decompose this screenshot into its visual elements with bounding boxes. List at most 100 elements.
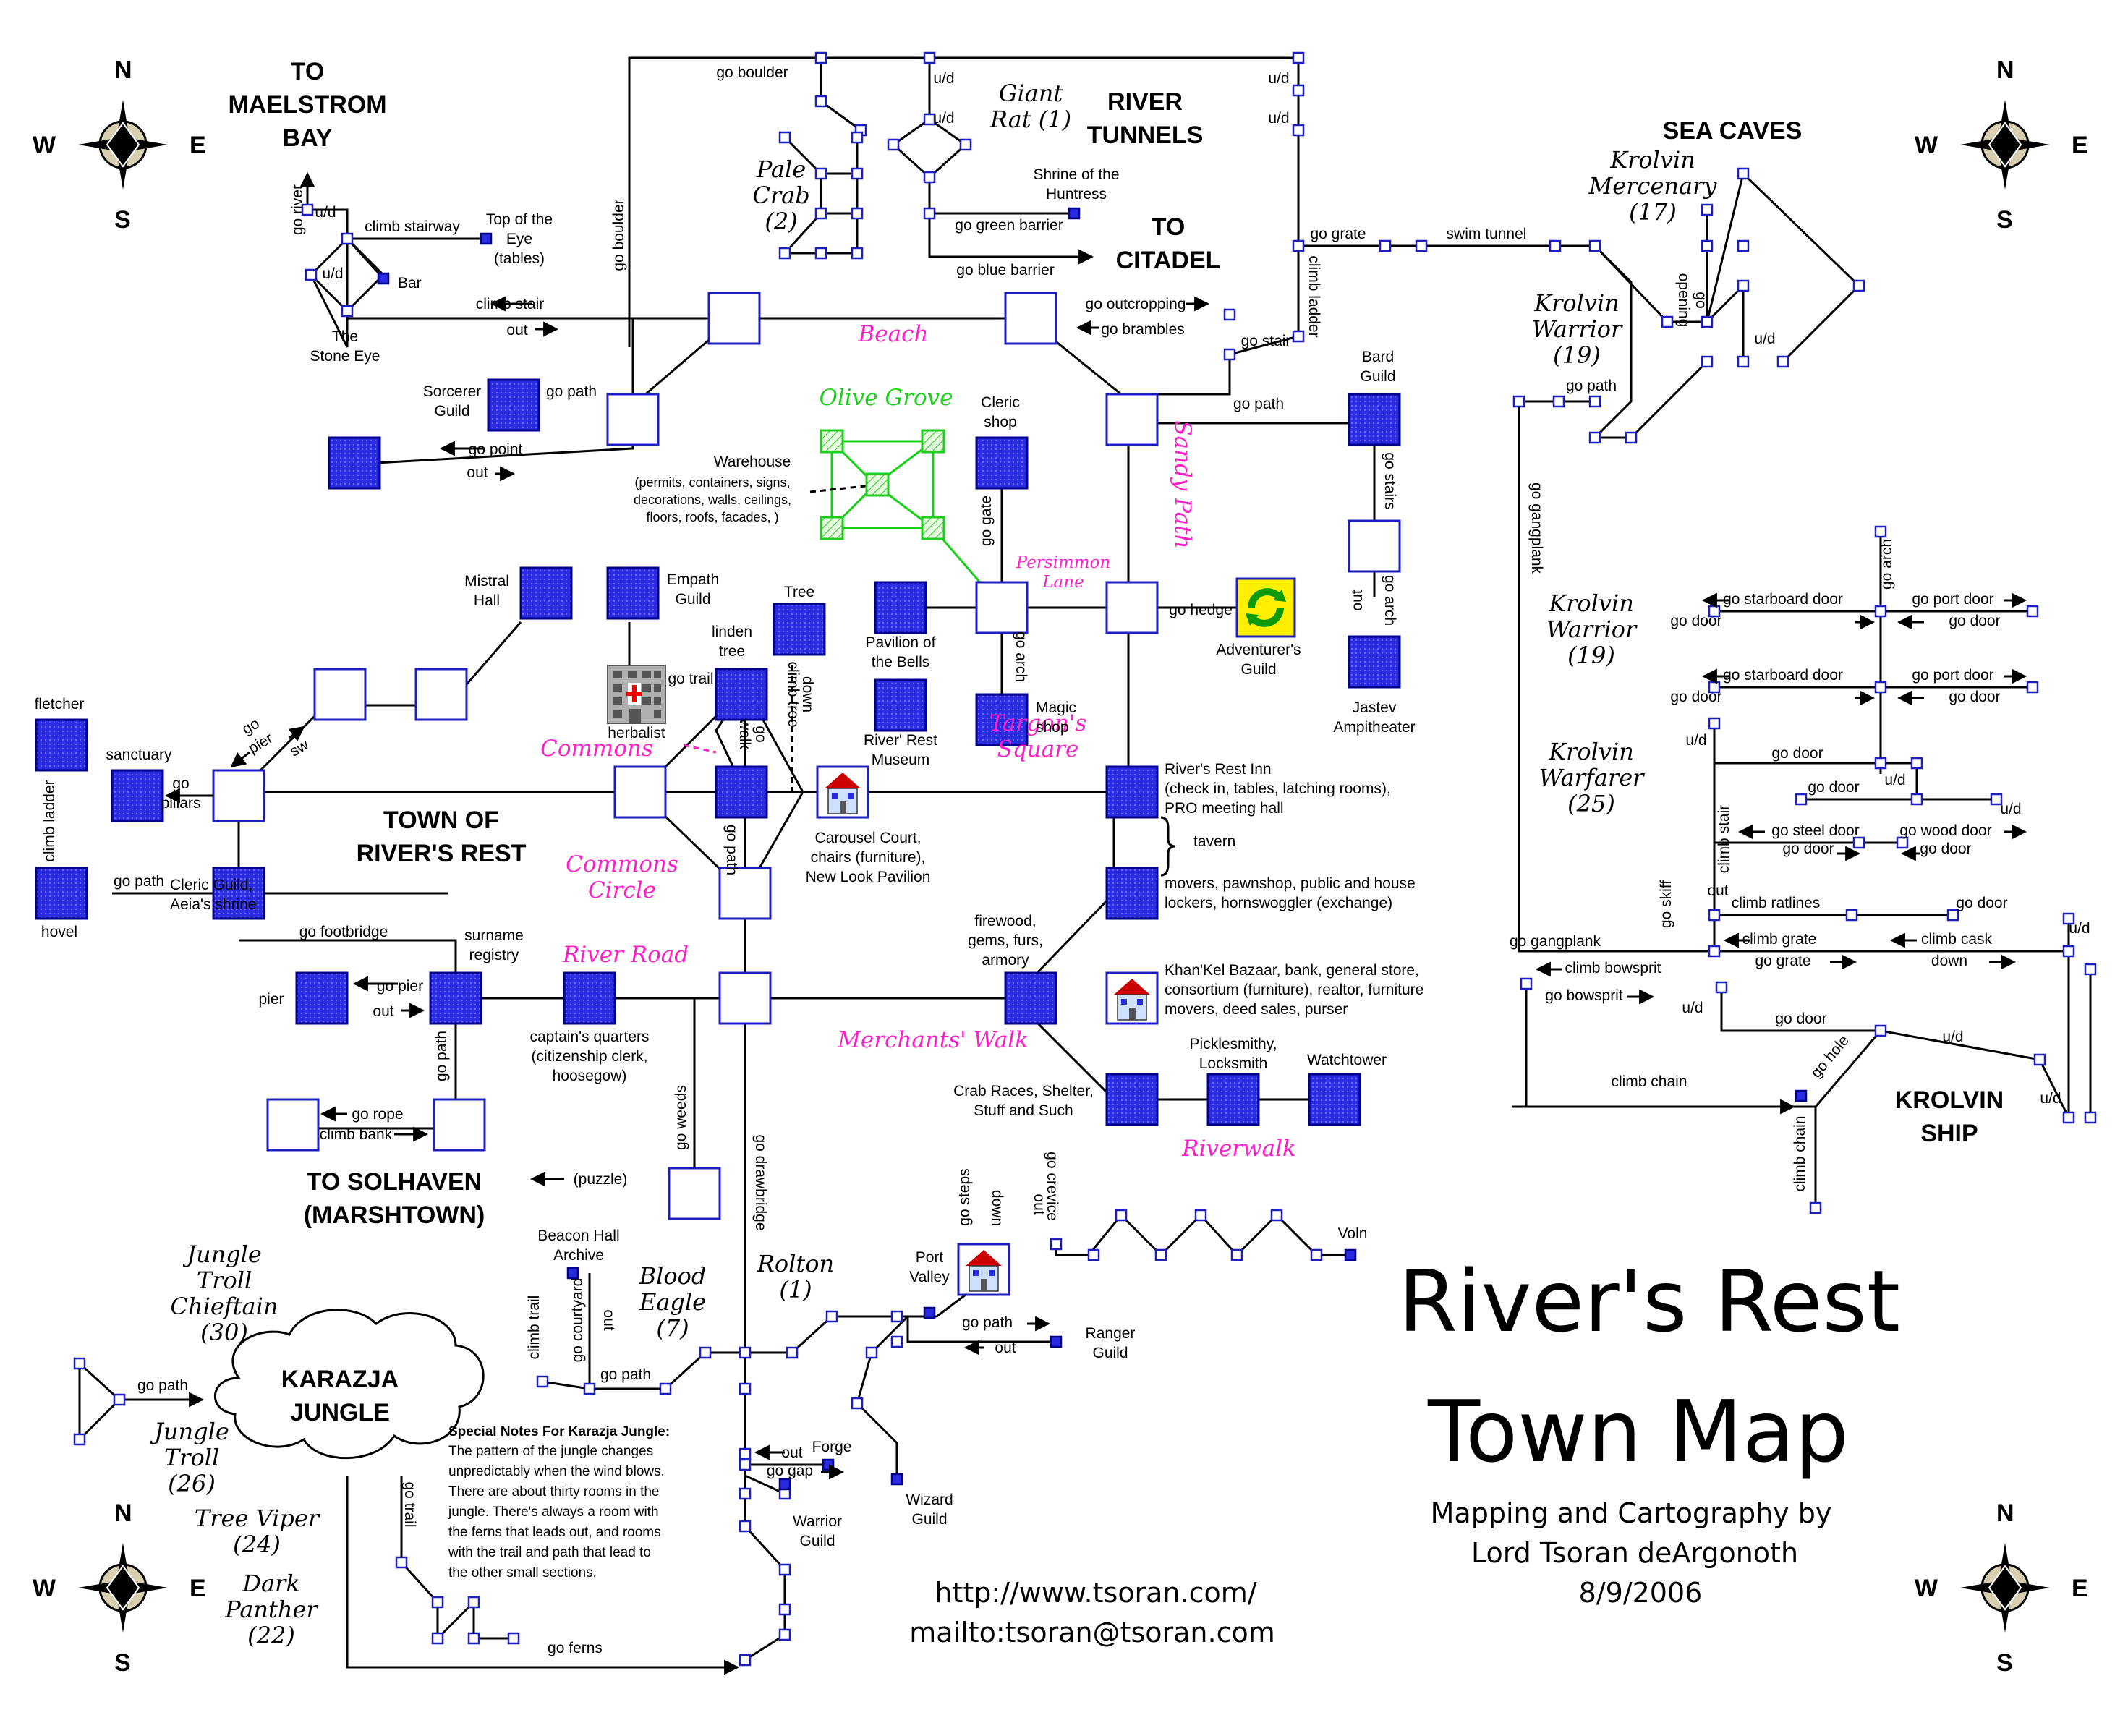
rooms xyxy=(35,51,2097,1667)
exit-go-starboard-2: go starboard door xyxy=(1723,667,1843,684)
exit-ud: u/d xyxy=(1884,772,1905,788)
exit-climb-bank: climb bank xyxy=(320,1126,393,1143)
exit-go-point: go point xyxy=(469,441,523,458)
exit-ud: u/d xyxy=(2000,801,2021,817)
title-block: River's Rest Town Map Mapping and Cartog… xyxy=(909,1251,1900,1648)
herbalist-building-icon xyxy=(607,665,666,724)
mail-link[interactable]: mailto:tsoran@tsoran.com xyxy=(909,1617,1275,1648)
exit-ud: u/d xyxy=(1754,331,1775,347)
exit-out-crevice: out xyxy=(1031,1194,1047,1214)
exit-go-brambles: go brambles xyxy=(1101,321,1185,338)
exit-ud: u/d xyxy=(315,204,336,221)
exit-ud: u/d xyxy=(1682,1000,1703,1016)
exit-go-path-ranger: go path xyxy=(962,1314,1013,1331)
credit-date: 8/9/2006 xyxy=(1579,1577,1703,1609)
exit-go-path-pier: go path xyxy=(433,1031,450,1081)
exit-out-skiff: out xyxy=(1707,882,1728,899)
exit-go-pier-2: go pier xyxy=(377,978,423,995)
place-sanctuary: sanctuary xyxy=(106,746,172,763)
exit-go-path-carousel: go path xyxy=(723,825,740,875)
exit-go-door-s1: go door xyxy=(1670,613,1721,629)
exit-go-hedge: go hedge xyxy=(1169,602,1233,618)
exit-climb-chain-2: climb chain xyxy=(1792,1115,1808,1191)
exit-go-path-south: go path xyxy=(600,1366,651,1383)
place-bazaar: Khan'Kel Bazaar, bank, general store,con… xyxy=(1165,962,1423,1018)
compass-w: W xyxy=(33,1575,56,1602)
place-pier: pier xyxy=(258,991,284,1008)
place-watchtower: Watchtower xyxy=(1307,1052,1387,1068)
place-warehouse: Warehouse xyxy=(714,454,791,470)
exit-go-arch-ship: go arch xyxy=(1878,539,1895,590)
exit-go-blue-barrier: go blue barrier xyxy=(956,262,1054,278)
compass-s: S xyxy=(1996,1649,2013,1677)
exit-ud: u/d xyxy=(1268,70,1289,87)
exit-go-arch: go arch xyxy=(1013,631,1029,682)
place-picklesmithy: Picklesmithy,Locksmith xyxy=(1190,1036,1277,1072)
exit-go-stairs: go stairs xyxy=(1382,452,1398,509)
exit-ud: u/d xyxy=(933,110,954,127)
exit-go-stair: go stair xyxy=(1241,333,1291,349)
exit-go-path: go path xyxy=(546,383,597,400)
exit-climb-trail: climb trail xyxy=(526,1295,542,1360)
exit-go-path-jungle: go path xyxy=(137,1377,188,1394)
site-url[interactable]: http://www.tsoran.com/ xyxy=(935,1577,1256,1609)
street-commons: Commons xyxy=(540,736,653,762)
exit-down-steps: down xyxy=(989,1190,1005,1226)
street-river-road: River Road xyxy=(562,942,689,968)
exit-go-trail-jungle: go trail xyxy=(401,1481,418,1527)
exit-go-door-s3: go door xyxy=(1782,841,1834,857)
exit-ud: u/d xyxy=(1685,732,1706,749)
exit-climb-ladder: climb ladder xyxy=(1306,255,1322,337)
title-line1: River's Rest xyxy=(1398,1251,1900,1351)
exit-go-gap: go gap xyxy=(767,1463,813,1479)
exit-down-tree: down xyxy=(799,676,816,712)
exit-go-opening: goopening xyxy=(1675,273,1709,328)
place-cleric-guild: Cleric Guild,Aeia's shrine xyxy=(170,877,257,913)
compass-n: N xyxy=(1996,1499,2014,1527)
jungle-notes: Special Notes For Karazja Jungle: The pa… xyxy=(448,1424,670,1580)
exit-go-grate-ship: go grate xyxy=(1755,953,1810,969)
exit-climb-chain: climb chain xyxy=(1611,1073,1687,1090)
house-icon xyxy=(1105,971,1159,1025)
compass-e: E xyxy=(190,132,206,159)
place-bar: Bar xyxy=(398,275,422,292)
compass-s: S xyxy=(114,1649,131,1677)
place-carousel: Carousel Court,chairs (furniture),New Lo… xyxy=(806,830,931,885)
street-beach: Beach xyxy=(858,321,929,347)
exit-go-weeds: go weeds xyxy=(673,1085,689,1150)
exit-go-gangplank: go gangplank xyxy=(1528,482,1545,574)
exit-go-door-2: go door xyxy=(1808,779,1859,796)
direction-arrows xyxy=(164,296,2027,1480)
exit-go-trail: go trail xyxy=(668,671,713,687)
exit-go-drawbridge: go drawbridge xyxy=(752,1134,769,1230)
exit-swim-tunnel: swim tunnel xyxy=(1447,226,1527,242)
exit-climb-stair-ship: climb stair xyxy=(1716,805,1732,874)
exit-go-ferns: go ferns xyxy=(548,1640,603,1656)
exit-ud: u/d xyxy=(933,70,954,87)
exit-ud: u/d xyxy=(2040,1090,2061,1107)
place-puzzle: (puzzle) xyxy=(574,1171,628,1188)
place-tavern: tavern xyxy=(1193,833,1235,850)
compass-n: N xyxy=(114,1499,132,1527)
compass-rose-icon xyxy=(78,1543,168,1633)
